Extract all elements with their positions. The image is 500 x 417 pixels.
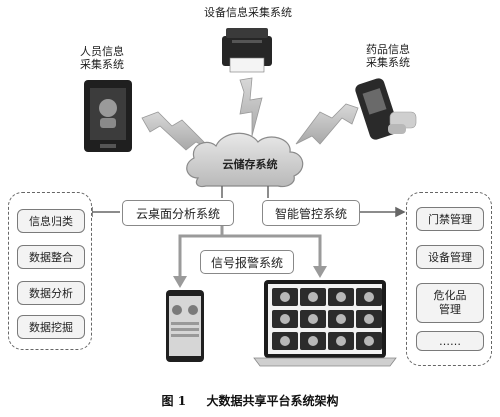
smart-control-label: 智能管控系统 xyxy=(274,206,347,221)
drug-handheld-scanner xyxy=(355,78,417,140)
personnel-face-terminal xyxy=(84,80,132,152)
management-item-label: 门禁管理 xyxy=(428,213,472,226)
arrow-heads xyxy=(173,266,327,288)
app-tile xyxy=(356,310,382,328)
drug-label-line1: 药品信息 xyxy=(366,43,410,56)
wireless-link-top xyxy=(239,77,263,137)
drug-collection-label: 药品信息 采集系统 xyxy=(358,43,418,69)
management-item-label: …… xyxy=(439,334,461,348)
cloud-desktop-analysis-box: 云桌面分析系统 xyxy=(122,200,234,226)
data-processing-group: 信息归类 数据整合 数据分析 数据挖掘 xyxy=(8,192,92,350)
signal-alarm-box: 信号报警系统 xyxy=(200,250,294,274)
app-tile xyxy=(328,288,354,306)
wireless-link-right xyxy=(295,103,359,145)
equipment-collection-label: 设备信息采集系统 xyxy=(204,6,292,19)
data-processing-item: 数据整合 xyxy=(17,245,85,269)
cloud-desktop-analysis-label: 云桌面分析系统 xyxy=(135,206,220,221)
figure-title: 大数据共享平台系统架构 xyxy=(206,394,339,408)
smart-control-box: 智能管控系统 xyxy=(262,200,360,226)
signal-alarm-label: 信号报警系统 xyxy=(210,255,283,270)
app-tile xyxy=(300,310,326,328)
figure-number: 图 1 xyxy=(161,394,187,408)
management-item: …… xyxy=(416,331,484,351)
app-tile xyxy=(300,332,326,350)
management-item-label: 设备管理 xyxy=(428,251,472,264)
figure-caption: 图 1 大数据共享平台系统架构 xyxy=(0,392,500,409)
management-item: 危化品 管理 xyxy=(416,283,484,323)
data-processing-item: 信息归类 xyxy=(17,209,85,233)
app-tile xyxy=(272,288,298,306)
app-tile xyxy=(300,288,326,306)
equipment-printer-device xyxy=(222,28,272,73)
drug-label-line2: 采集系统 xyxy=(366,56,410,69)
cloud-connectors xyxy=(221,186,269,198)
personnel-label-line2: 采集系统 xyxy=(80,58,124,71)
management-group: 门禁管理 设备管理 危化品 管理 …… xyxy=(406,192,492,366)
personnel-label-line1: 人员信息 xyxy=(80,45,124,58)
app-tile xyxy=(272,310,298,328)
data-processing-item: 数据分析 xyxy=(17,281,85,305)
app-tile xyxy=(328,332,354,350)
management-item: 设备管理 xyxy=(416,245,484,269)
app-tile xyxy=(272,332,298,350)
personnel-collection-label: 人员信息 采集系统 xyxy=(72,45,132,71)
terminal-arrows xyxy=(178,224,322,276)
app-tile xyxy=(356,332,382,350)
management-item-label-line2: 管理 xyxy=(439,303,461,316)
management-item-label-line1: 危化品 xyxy=(433,289,467,302)
app-tile xyxy=(328,310,354,328)
app-tile xyxy=(356,288,382,306)
smartphone-terminal xyxy=(166,290,204,362)
data-processing-item: 数据挖掘 xyxy=(17,315,85,339)
cloud-storage-label: 云储存系统 xyxy=(222,158,278,171)
management-item: 门禁管理 xyxy=(416,207,484,231)
cloud-storage-shape xyxy=(186,132,304,188)
